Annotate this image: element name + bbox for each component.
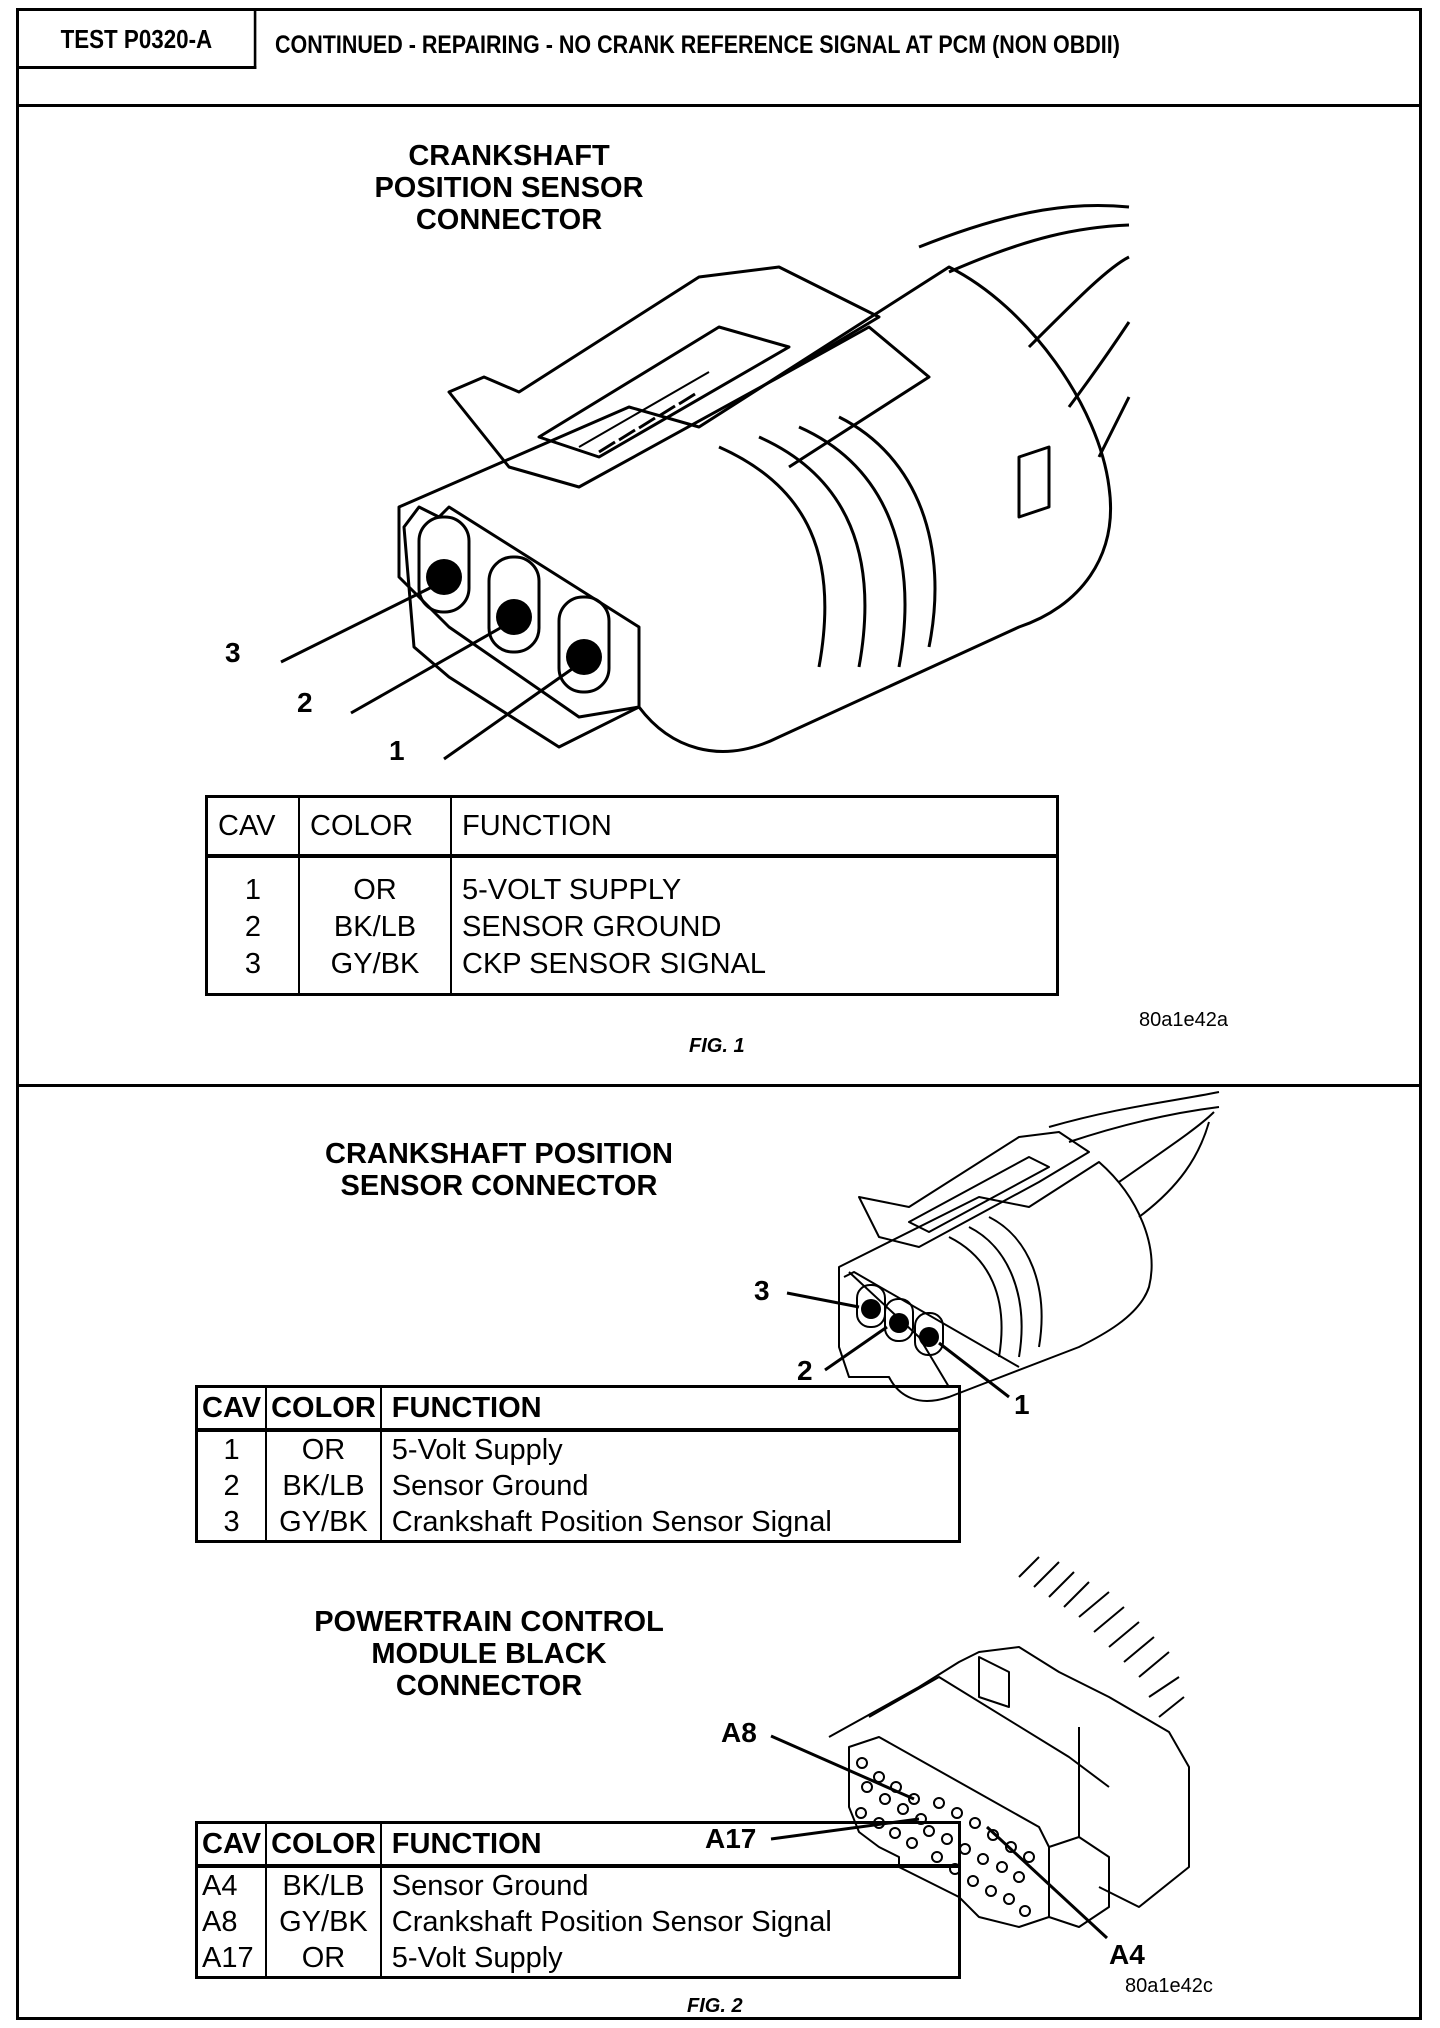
pcm-connector-title: POWERTRAIN CONTROL MODULE BLACK CONNECTO… bbox=[259, 1606, 719, 1703]
cell-cav: 2 bbox=[195, 1468, 268, 1504]
table-row: 1 OR 5-Volt Supply bbox=[195, 1430, 961, 1468]
cell-cav: 3 bbox=[205, 946, 300, 995]
title-line: SENSOR CONNECTOR bbox=[340, 1169, 658, 1202]
title-line: CRANKSHAFT bbox=[408, 140, 610, 172]
col-color: COLOR bbox=[298, 796, 452, 858]
pin-dots bbox=[426, 559, 602, 675]
table-row: 2 BK/LB Sensor Ground bbox=[195, 1468, 961, 1504]
pin-label-1: 1 bbox=[389, 735, 405, 766]
ckp-pin-label-2: 2 bbox=[797, 1355, 813, 1386]
col-cav: CAV bbox=[195, 1822, 268, 1868]
fig2-caption: FIG. 2 bbox=[687, 1995, 743, 2017]
test-id: TEST P0320-A bbox=[19, 11, 257, 69]
ckp-connector-small-drawing bbox=[786, 1091, 1220, 1402]
cell-function: 5-Volt Supply bbox=[379, 1940, 961, 1978]
cell-cav: 1 bbox=[195, 1430, 268, 1468]
title-line: MODULE BLACK bbox=[371, 1637, 607, 1670]
table-row: 3 GY/BK CKP SENSOR SIGNAL bbox=[205, 946, 1059, 995]
ckp-pin-label-1: 1 bbox=[1014, 1389, 1030, 1420]
cell-color: OR bbox=[298, 856, 452, 909]
fig1-pinout-table: CAV COLOR FUNCTION 1 OR 5-VOLT SUPPLY 2 … bbox=[205, 795, 1059, 996]
cell-function: Sensor Ground bbox=[379, 1866, 961, 1904]
table-header-row: CAV COLOR FUNCTION bbox=[195, 1822, 961, 1868]
title-line: CRANKSHAFT POSITION bbox=[325, 1138, 673, 1170]
fig1-connector-title: CRANKSHAFT POSITION SENSOR CONNECTOR bbox=[309, 140, 709, 237]
cell-color: BK/LB bbox=[298, 909, 452, 946]
cell-color: OR bbox=[265, 1940, 382, 1978]
fig2-image-code: 80a1e42c bbox=[1125, 1975, 1213, 1997]
pcm-pin-label-a8: A8 bbox=[721, 1717, 757, 1748]
cell-function: CKP SENSOR SIGNAL bbox=[450, 946, 1059, 995]
table-row: A4 BK/LB Sensor Ground bbox=[195, 1866, 961, 1904]
cell-cav: A17 bbox=[195, 1940, 268, 1978]
col-color: COLOR bbox=[265, 1822, 382, 1868]
test-title: CONTINUED - REPAIRING - NO CRANK REFEREN… bbox=[275, 31, 1120, 59]
ckp-connector-title: CRANKSHAFT POSITION SENSOR CONNECTOR bbox=[289, 1138, 709, 1203]
title-line: CONNECTOR bbox=[415, 203, 603, 236]
cell-color: GY/BK bbox=[265, 1904, 382, 1940]
table-row: 2 BK/LB SENSOR GROUND bbox=[205, 909, 1059, 946]
table-row: 3 GY/BK Crankshaft Position Sensor Signa… bbox=[195, 1504, 961, 1542]
cell-function: Crankshaft Position Sensor Signal bbox=[379, 1904, 961, 1940]
cell-function: SENSOR GROUND bbox=[450, 909, 1059, 946]
pin-label-2: 2 bbox=[297, 687, 313, 718]
cell-color: OR bbox=[265, 1430, 382, 1468]
document-frame: TEST P0320-A CONTINUED - REPAIRING - NO … bbox=[16, 8, 1422, 2020]
fig1-caption: FIG. 1 bbox=[689, 1035, 745, 1057]
ckp-connector-drawing bbox=[280, 203, 1131, 761]
cell-color: BK/LB bbox=[265, 1866, 382, 1904]
col-function: FUNCTION bbox=[379, 1386, 961, 1432]
col-function: FUNCTION bbox=[450, 796, 1059, 858]
figure-1: CRANKSHAFT POSITION SENSOR CONNECTOR bbox=[19, 107, 1419, 1087]
title-line: POSITION SENSOR bbox=[374, 171, 644, 204]
table-row: A17 OR 5-Volt Supply bbox=[195, 1940, 961, 1978]
col-function: FUNCTION bbox=[379, 1822, 961, 1868]
cell-function: 5-Volt Supply bbox=[379, 1430, 961, 1468]
figure-2: CRANKSHAFT POSITION SENSOR CONNECTOR bbox=[19, 1087, 1419, 2017]
table-header-row: CAV COLOR FUNCTION bbox=[205, 796, 1059, 858]
cell-cav: A4 bbox=[195, 1866, 268, 1904]
cell-function: Sensor Ground bbox=[379, 1468, 961, 1504]
cell-color: GY/BK bbox=[298, 946, 452, 995]
cell-color: BK/LB bbox=[265, 1468, 382, 1504]
col-cav: CAV bbox=[195, 1386, 268, 1432]
header-row: TEST P0320-A CONTINUED - REPAIRING - NO … bbox=[19, 11, 1419, 107]
cell-function: 5-VOLT SUPPLY bbox=[450, 856, 1059, 909]
cell-cav: 3 bbox=[195, 1504, 268, 1542]
table-row: A8 GY/BK Crankshaft Position Sensor Sign… bbox=[195, 1904, 961, 1940]
pin-label-3: 3 bbox=[225, 637, 241, 668]
cell-cav: 1 bbox=[205, 856, 300, 909]
table-row: 1 OR 5-VOLT SUPPLY bbox=[205, 856, 1059, 909]
col-cav: CAV bbox=[205, 796, 300, 858]
fig1-image-code: 80a1e42a bbox=[1139, 1009, 1228, 1031]
title-line: CONNECTOR bbox=[395, 1669, 583, 1702]
title-line: POWERTRAIN CONTROL bbox=[314, 1606, 664, 1638]
col-color: COLOR bbox=[265, 1386, 382, 1432]
cell-function: Crankshaft Position Sensor Signal bbox=[379, 1504, 961, 1542]
cell-cav: 2 bbox=[205, 909, 300, 946]
cell-cav: A8 bbox=[195, 1904, 268, 1940]
table-header-row: CAV COLOR FUNCTION bbox=[195, 1386, 961, 1432]
pcm-pinout-table: CAV COLOR FUNCTION A4 BK/LB Sensor Groun… bbox=[195, 1821, 961, 1979]
pcm-pin-label-a4: A4 bbox=[1109, 1939, 1145, 1970]
cell-color: GY/BK bbox=[265, 1504, 382, 1542]
ckp-pin-label-3: 3 bbox=[754, 1275, 770, 1306]
ckp-pinout-table: CAV COLOR FUNCTION 1 OR 5-Volt Supply 2 … bbox=[195, 1385, 961, 1543]
